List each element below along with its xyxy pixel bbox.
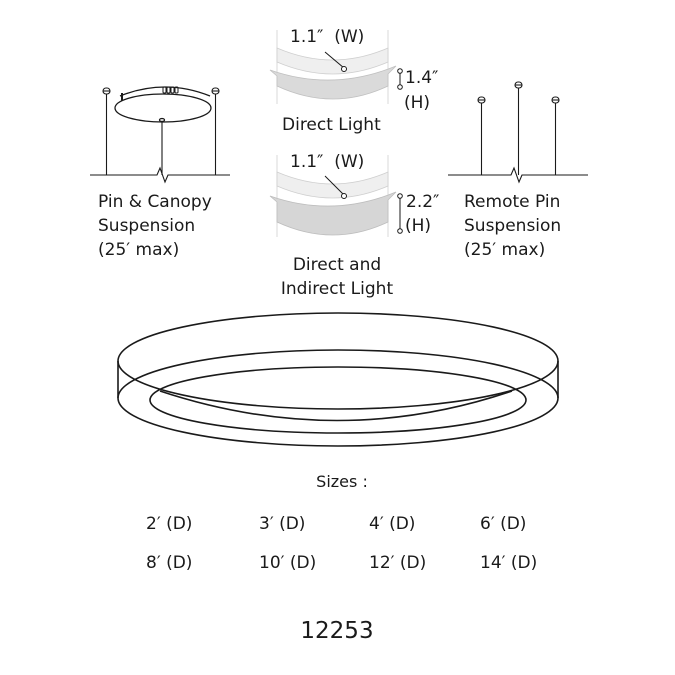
direct-indirect-width-label: 1.1″ (W): [290, 152, 365, 172]
pin-icon: [102, 87, 220, 95]
direct-height-unit: (H): [404, 93, 431, 113]
sizes-heading: Sizes :: [316, 472, 368, 491]
size-2ft: 2′ (D): [146, 514, 193, 534]
pin-canopy-suspension-label: Pin & Canopy Suspension (25′ max): [98, 190, 212, 262]
size-4ft: 4′ (D): [369, 514, 416, 534]
direct-indirect-light-caption: Direct and Indirect Light: [262, 253, 412, 301]
model-number: 12253: [300, 618, 374, 644]
direct-indirect-light-profile-icon: [269, 155, 403, 237]
label-line: Suspension: [98, 216, 196, 236]
size-10ft: 10′ (D): [259, 553, 317, 573]
label-line: Remote Pin: [464, 192, 561, 212]
label-line: (25′ max): [98, 240, 180, 260]
caption-line: Direct and: [292, 255, 382, 275]
remote-pin-suspension-label: Remote Pin Suspension (25′ max): [464, 190, 561, 262]
canopy-icon: [114, 86, 212, 123]
direct-light-caption: Direct Light: [282, 115, 381, 135]
direct-light-profile-icon: [269, 30, 403, 104]
direct-indirect-height-value: 2.2″: [406, 192, 440, 212]
ceiling-line: [448, 166, 588, 184]
caption-line: Indirect Light: [280, 279, 394, 299]
direct-width-label: 1.1″ (W): [290, 27, 365, 47]
size-12ft: 12′ (D): [369, 553, 427, 573]
size-14ft: 14′ (D): [480, 553, 538, 573]
size-3ft: 3′ (D): [259, 514, 306, 534]
size-6ft: 6′ (D): [480, 514, 527, 534]
size-8ft: 8′ (D): [146, 553, 193, 573]
ring-fixture-illustration: [117, 312, 559, 447]
direct-height-value: 1.4″: [405, 68, 439, 88]
label-line: Suspension: [464, 216, 562, 236]
label-line: (25′ max): [464, 240, 546, 260]
label-line: Pin & Canopy: [98, 192, 212, 212]
ceiling-line: [90, 166, 230, 184]
direct-indirect-height-unit: (H): [405, 216, 432, 236]
